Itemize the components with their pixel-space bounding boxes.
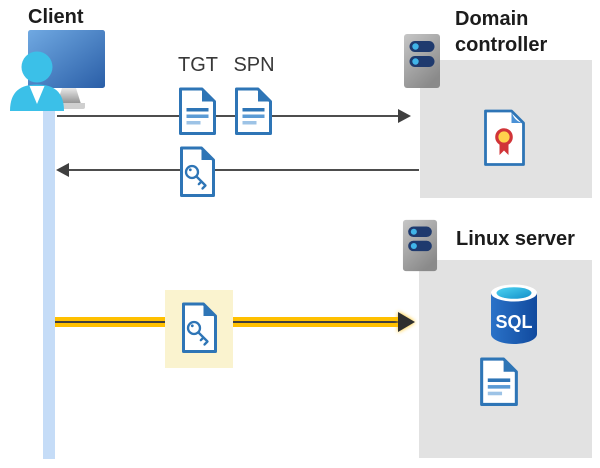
- monitor-with-user-icon: [10, 30, 105, 111]
- request-arrow-head: [398, 109, 411, 123]
- keytab-document-icon: [480, 357, 518, 406]
- ticket-return-arrow-line: [68, 169, 419, 171]
- keytab-key-file-icon: [182, 302, 217, 353]
- client-label: Client: [28, 6, 84, 28]
- domain-controller-title: Domain controller: [455, 8, 548, 56]
- linux-server-icon: [402, 219, 438, 272]
- sql-database-icon: SQL: [491, 284, 537, 344]
- sql-icon-label: SQL: [495, 312, 532, 332]
- domain-controller-server-icon: [404, 34, 440, 88]
- tgt-label: TGT: [178, 54, 218, 76]
- keytab-auth-arrow-head: [398, 312, 415, 332]
- tgt-document-icon: [179, 87, 216, 135]
- certificate-icon: [484, 109, 525, 166]
- client-lifeline: [43, 90, 55, 459]
- request-arrow-line: [57, 115, 399, 117]
- service-ticket-key-file-icon: [180, 146, 215, 197]
- ticket-return-arrow-head: [56, 163, 69, 177]
- linux-server-title: Linux server: [456, 228, 575, 250]
- spn-document-icon: [235, 87, 272, 135]
- spn-label: SPN: [233, 54, 275, 76]
